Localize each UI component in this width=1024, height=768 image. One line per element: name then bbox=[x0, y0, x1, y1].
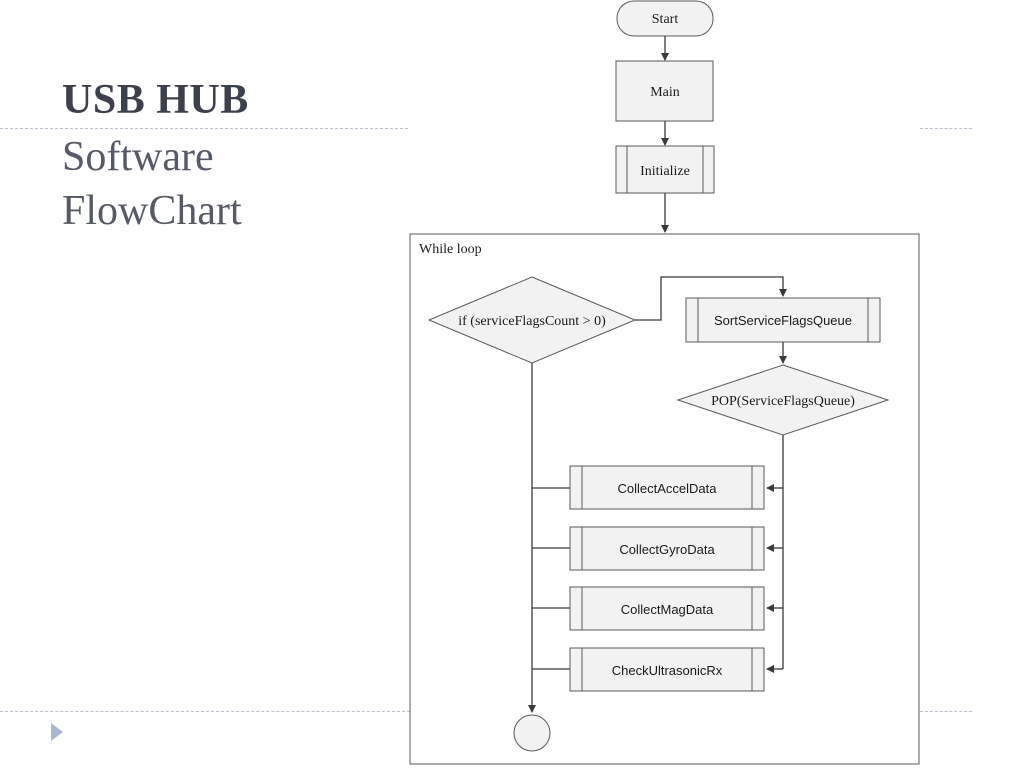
collect-gyro-label: CollectGyroData bbox=[619, 542, 715, 557]
collect-gyro-node: CollectGyroData bbox=[569, 526, 765, 571]
collect-mag-node: CollectMagData bbox=[569, 586, 765, 631]
title-divider-right bbox=[920, 128, 972, 129]
subtitle-line-1: Software bbox=[62, 134, 214, 180]
decision-label: if (serviceFlagsCount > 0) bbox=[458, 314, 606, 329]
collect-accel-label: CollectAccelData bbox=[618, 481, 718, 496]
main-node: Main bbox=[615, 60, 714, 122]
slide-title: USB HUB bbox=[62, 77, 249, 123]
footer-divider-right bbox=[920, 711, 972, 712]
end-connector-node bbox=[513, 714, 551, 752]
start-label: Start bbox=[652, 12, 679, 27]
start-node: Start bbox=[616, 0, 714, 37]
initialize-label: Initialize bbox=[640, 164, 690, 179]
main-label: Main bbox=[650, 85, 680, 100]
subtitle-line-2: FlowChart bbox=[62, 188, 242, 234]
footer-divider bbox=[0, 711, 410, 712]
slide-subtitle: Software FlowChart bbox=[62, 130, 242, 238]
collect-accel-node: CollectAccelData bbox=[569, 465, 765, 510]
bullet-arrow-icon bbox=[51, 723, 63, 741]
title-divider bbox=[0, 128, 408, 129]
while-loop-label: While loop bbox=[419, 242, 482, 257]
collect-mag-label: CollectMagData bbox=[621, 602, 714, 617]
connector-decision-sort bbox=[635, 276, 787, 321]
check-ultrasonic-node: CheckUltrasonicRx bbox=[569, 647, 765, 692]
check-ultrasonic-label: CheckUltrasonicRx bbox=[612, 663, 723, 678]
sort-queue-label: SortServiceFlagsQueue bbox=[714, 313, 852, 328]
initialize-node: Initialize bbox=[615, 145, 715, 194]
sort-queue-node: SortServiceFlagsQueue bbox=[685, 297, 881, 343]
decision-node: if (serviceFlagsCount > 0) bbox=[427, 276, 637, 364]
pop-label: POP(ServiceFlagsQueue) bbox=[711, 394, 855, 409]
